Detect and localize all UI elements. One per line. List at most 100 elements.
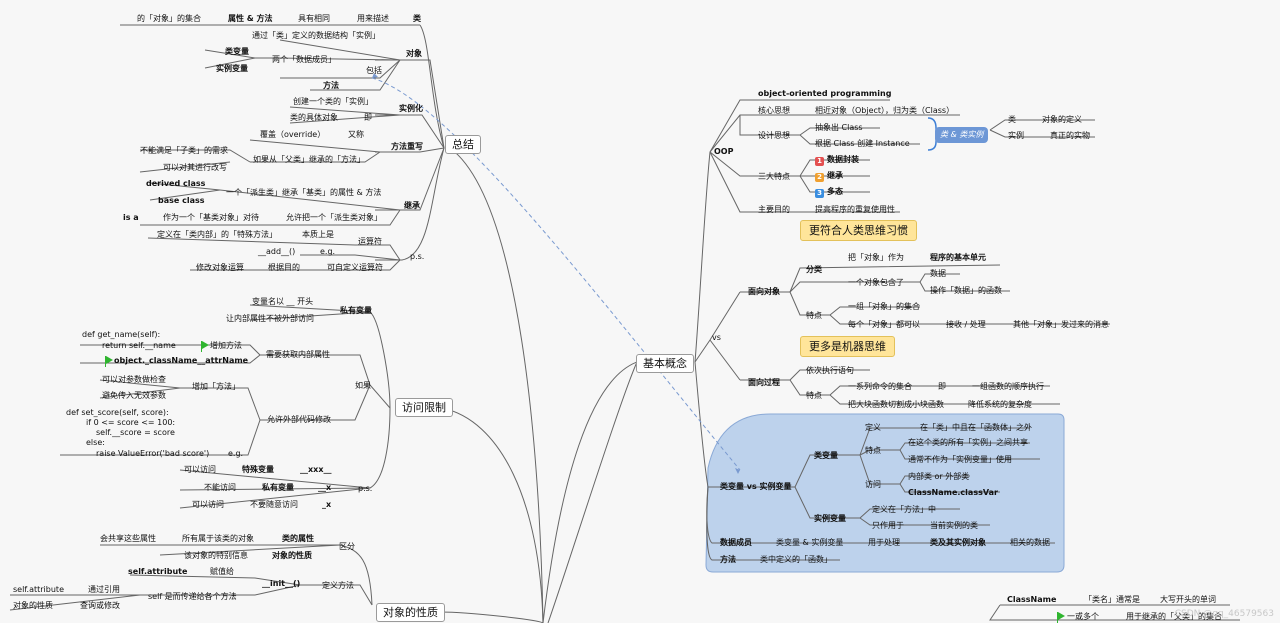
node-oop-title[interactable]: object-oriented programming — [758, 89, 892, 98]
node-object[interactable]: 对象 — [406, 49, 422, 58]
node-classname[interactable]: ClassName — [1007, 595, 1057, 604]
node-cls-obj[interactable]: 类及其实例对象 — [930, 538, 986, 547]
node-object-def[interactable]: 通过「类」定义的数据结构「实例」 — [252, 31, 380, 40]
node-own-info[interactable]: 该对象的特别信息 — [184, 551, 248, 560]
node-define[interactable]: 定义 — [865, 423, 881, 432]
node-derived-class[interactable]: derived class — [146, 179, 206, 188]
node-can-access[interactable]: 可以访问 — [184, 465, 216, 474]
node-self-pass[interactable]: self 是而传递给各个方法 — [148, 592, 237, 601]
node-distinguish[interactable]: 区分 — [339, 542, 355, 551]
node-add-method2[interactable]: 增加「方法」 — [192, 382, 240, 391]
node-xxx-special[interactable]: __xxx__ — [300, 465, 332, 474]
node-shared-inst[interactable]: 在这个类的所有「实例」之间共享 — [908, 438, 1028, 447]
node-if-parent[interactable]: 如果从「父类」继承的「方法」 — [253, 155, 365, 164]
node-self-attr2[interactable]: self.attribute — [13, 585, 64, 594]
node-x-single[interactable]: _x — [322, 500, 332, 509]
code-else[interactable]: else: — [86, 438, 105, 447]
node-method[interactable]: 方法 — [323, 81, 339, 90]
node-by-ref[interactable]: 通过引用 — [88, 585, 120, 594]
node-class-var[interactable]: 类变量 — [225, 47, 249, 56]
node-need-get[interactable]: 需要获取内部属性 — [266, 350, 330, 359]
node-allow-derived[interactable]: 允许把一个「派生类对象」 — [286, 213, 382, 222]
node-assign-to[interactable]: 赋值给 — [210, 567, 234, 576]
node-class-attr[interactable]: 类的属性 — [282, 534, 314, 543]
node-core-desc[interactable]: 相近对象（Object），归为类（Class） — [815, 106, 955, 115]
node-purpose[interactable]: 主要目的 — [758, 205, 790, 214]
node-avoid-invalid[interactable]: 避免传入无效参数 — [102, 391, 166, 400]
node-add[interactable]: __add__() — [258, 247, 296, 256]
node-class-def[interactable]: 对象的定义 — [1042, 115, 1082, 124]
node-operator[interactable]: 运算符 — [358, 237, 382, 246]
node-class2[interactable]: 类 — [1008, 115, 1016, 124]
node-one-or-more[interactable]: 一或多个 — [1067, 612, 1099, 621]
node-cannot-access[interactable]: 不能访问 — [204, 483, 236, 492]
node-basic-unit[interactable]: 程序的基本单元 — [930, 253, 986, 262]
node-ji2[interactable]: 即 — [938, 382, 946, 391]
node-feature3[interactable]: 特点 — [865, 446, 881, 455]
node-data[interactable]: 数据 — [930, 269, 946, 278]
node-aka[interactable]: 又称 — [348, 130, 364, 139]
node-treat-obj[interactable]: 把「对象」作为 — [848, 253, 904, 262]
node-inherit-desc[interactable]: 一个「派生类」继承「基类」的属性 & 方法 — [226, 188, 382, 197]
node-seq[interactable]: 依次执行语句 — [806, 366, 854, 375]
node-private-var2[interactable]: 私有变量 — [262, 483, 294, 492]
code-def-get[interactable]: def get_name(self): — [82, 330, 161, 339]
node-essence[interactable]: 本质上是 — [302, 230, 334, 239]
node-by-purpose[interactable]: 根据目的 — [268, 263, 300, 272]
code-def-set[interactable]: def set_score(self, score): — [66, 408, 169, 417]
node-define-method[interactable]: 定义方法 — [322, 581, 354, 590]
node-reduce[interactable]: 降低系统的复杂度 — [968, 400, 1032, 409]
node-design[interactable]: 设计思想 — [758, 131, 790, 140]
node-special-method[interactable]: 定义在「类内部」的「特殊方法」 — [157, 230, 277, 239]
node-ops[interactable]: 操作「数据」的函数 — [930, 286, 1002, 295]
node-vs[interactable]: vs — [712, 333, 721, 342]
node-classify[interactable]: 分类 — [806, 265, 822, 274]
node-attr-method[interactable]: 属性 & 方法 — [228, 14, 273, 23]
node-cls-var[interactable]: ClassName.classVar — [908, 488, 998, 497]
node-method2[interactable]: 方法 — [720, 555, 736, 564]
node-cv-iv[interactable]: 类变量 & 实例变量 — [776, 538, 844, 547]
topic-access-control[interactable]: 访问限制 — [395, 398, 453, 417]
node-instvar[interactable]: 实例变量 — [814, 514, 846, 523]
node-not-satisfy[interactable]: 不能满足「子类」的需求 — [140, 146, 228, 155]
node-belongs[interactable]: 所有属于该类的对象 — [182, 534, 254, 543]
node-allow-modify[interactable]: 允许外部代码修改 — [267, 415, 331, 424]
node-other-msg[interactable]: 其他「对象」发过来的消息 — [1013, 320, 1109, 329]
node-check-param[interactable]: 可以对参数做检查 — [102, 375, 166, 384]
node-create-instance[interactable]: 创建一个类的「实例」 — [293, 97, 373, 106]
node-special-var[interactable]: 特殊变量 — [242, 465, 274, 474]
node-same[interactable]: 具有相同 — [298, 14, 330, 23]
node-feature[interactable]: 特点 — [806, 311, 822, 320]
node-def-in-method[interactable]: 定义在「方法」中 — [872, 505, 936, 514]
code-return-name[interactable]: return self.__name — [102, 341, 176, 350]
node-for-handle[interactable]: 用于处理 — [868, 538, 900, 547]
node-ps2[interactable]: p.s. — [358, 484, 373, 493]
node-shared[interactable]: 会共享这些属性 — [100, 534, 156, 543]
node-access[interactable]: 访问 — [865, 480, 881, 489]
topic-object-nature[interactable]: 对象的性质 — [376, 603, 445, 622]
node-private-var[interactable]: 私有变量 — [340, 306, 372, 315]
node-used-to-describe[interactable]: 用来描述 — [357, 14, 389, 23]
node-capital[interactable]: 大写开头的单词 — [1160, 595, 1216, 604]
node-no-external[interactable]: 让内部属性不被外部访问 — [226, 314, 314, 323]
node-custom-op[interactable]: 可自定义运算符 — [327, 263, 383, 272]
node-is-a[interactable]: is a — [123, 213, 139, 222]
node-two-members[interactable]: 两个「数据成员」 — [272, 55, 336, 64]
node-instance-var[interactable]: 实例变量 — [216, 64, 248, 73]
badge-class-instance[interactable]: 类 & 类实例 — [935, 127, 989, 143]
node-obj-set[interactable]: 一组「对象」的集合 — [848, 302, 920, 311]
node-can-access2[interactable]: 可以访问 — [192, 500, 224, 509]
node-every-obj[interactable]: 每个「对象」都可以 — [848, 320, 920, 329]
node-as-base-obj[interactable]: 作为一个「基类对象」对待 — [163, 213, 259, 222]
node-query-modify[interactable]: 查询或修改 — [80, 601, 120, 610]
node-can-modify[interactable]: 可以对其进行改写 — [163, 163, 227, 172]
node-classvar-title[interactable]: 类变量 vs 实例变量 — [720, 482, 792, 491]
node-not-instance[interactable]: 通常不作为「实例变量」使用 — [908, 455, 1012, 464]
node-current[interactable]: 当前实例的类 — [930, 521, 978, 530]
node-base-class[interactable]: base class — [158, 196, 205, 205]
node-recv[interactable]: 接收 / 处理 — [946, 320, 986, 329]
node-classvar[interactable]: 类变量 — [814, 451, 838, 460]
node-create-inst[interactable]: 根据 Class 创建 Instance — [815, 139, 910, 148]
